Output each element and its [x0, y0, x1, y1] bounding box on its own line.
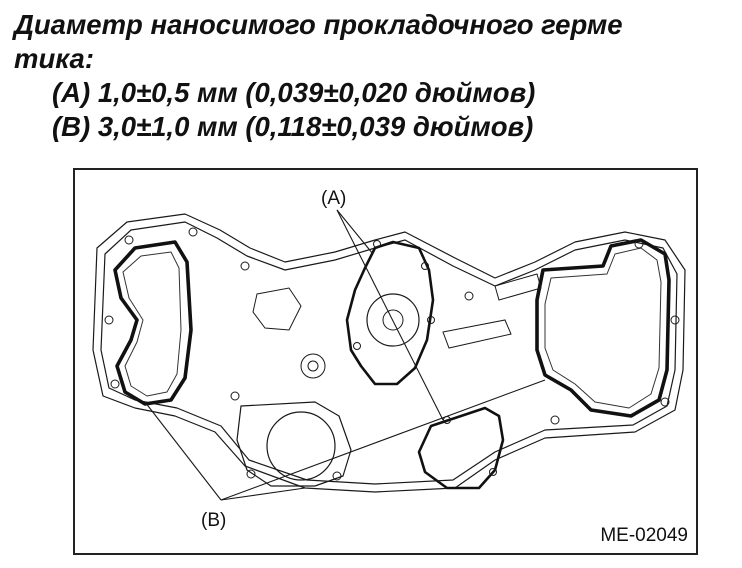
right-gasket-inner — [544, 247, 662, 409]
heading: Диаметр наносимого прокладочного герме т… — [14, 8, 734, 144]
bolt-hole — [240, 261, 250, 271]
engine-cover-figure: (A) (B) ME-02049 — [73, 168, 698, 555]
heading-line-2: тика: — [14, 43, 94, 74]
leader-a-1 — [336, 209, 374, 255]
center-pulley-inner — [382, 309, 404, 331]
bolt-hole — [489, 468, 497, 476]
bolt-hole — [104, 315, 114, 325]
bolt-hole — [670, 315, 680, 325]
spec-a: (A) 1,0±0,5 мм (0,039±0,020 дюймов) — [52, 77, 536, 108]
bolt-hole — [188, 227, 198, 237]
bolt-hole — [550, 415, 560, 425]
lower-right-gasket — [417, 406, 505, 490]
housing-outline — [92, 213, 686, 493]
bolt-hole — [464, 291, 474, 301]
callout-a: (A) — [321, 188, 347, 209]
center-lever — [442, 319, 512, 349]
center-upper-gasket — [345, 240, 435, 386]
bolt-hole — [110, 379, 120, 389]
left-gasket-inner — [122, 251, 182, 397]
bolt-hole — [332, 471, 342, 481]
bolt-hole — [246, 469, 256, 479]
leader-b-1 — [144, 401, 222, 501]
right-gasket-bead — [535, 238, 671, 418]
timing-cover-drawing — [92, 209, 686, 501]
left-bracket — [252, 287, 302, 331]
leader-b-3 — [220, 379, 546, 501]
bolt-hole — [230, 391, 240, 401]
water-pump-housing — [236, 401, 352, 487]
leader-b-2 — [220, 487, 306, 501]
left-gasket-bead — [113, 240, 193, 406]
upper-right-rail — [494, 273, 542, 301]
left-boss — [300, 353, 326, 379]
callout-b: (B) — [201, 510, 227, 531]
bolt-hole — [427, 316, 435, 324]
left-boss-inner — [307, 360, 319, 372]
center-pulley-hub — [366, 293, 420, 347]
bolt-hole — [124, 235, 134, 245]
bolt-hole — [421, 262, 429, 270]
housing-inner-outline — [100, 221, 678, 485]
bolt-hole — [353, 342, 361, 350]
figure-code: ME-02049 — [600, 525, 688, 546]
heading-line-1: Диаметр наносимого прокладочного герме — [14, 9, 623, 40]
bolt-hole — [373, 240, 381, 248]
bolt-hole — [660, 397, 670, 407]
water-pump-bore — [266, 411, 336, 481]
leader-a-2 — [336, 209, 444, 421]
bolt-hole — [634, 239, 644, 249]
spec-b: (B) 3,0±1,0 мм (0,118±0,039 дюймов) — [52, 111, 534, 142]
